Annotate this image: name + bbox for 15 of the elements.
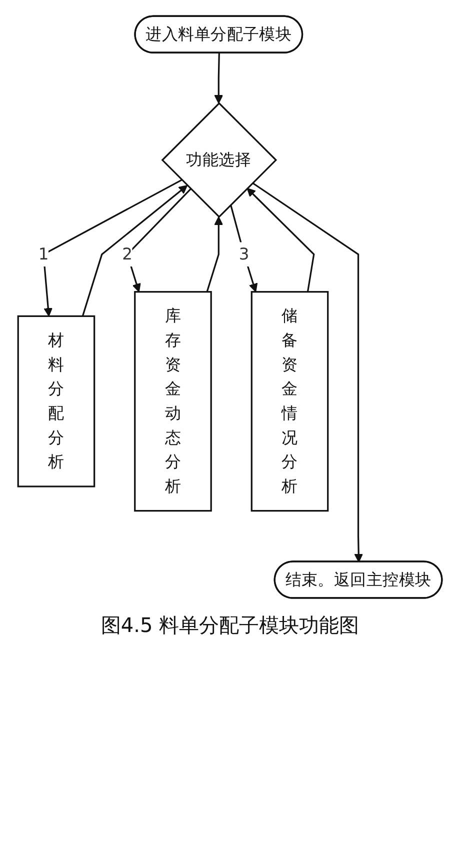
node-diamond: 功能选择 (161, 102, 278, 218)
edge-label: 2 (122, 244, 132, 264)
arrow (206, 216, 224, 292)
edge-label: 1 (38, 244, 49, 264)
node-box: 储备资金情况分析 (250, 291, 329, 512)
arrow (42, 179, 182, 317)
node-box: 库存资金动态分析 (134, 291, 212, 512)
arrow (82, 185, 188, 316)
arrow (252, 182, 364, 562)
node-box: 材料分配分析 (17, 315, 96, 488)
edge-label: 3 (238, 244, 250, 264)
caption: 图4.5 料单分配子模块功能图 (100, 612, 360, 640)
arrow (246, 188, 315, 292)
arrow (230, 204, 258, 292)
arrow (214, 53, 224, 104)
